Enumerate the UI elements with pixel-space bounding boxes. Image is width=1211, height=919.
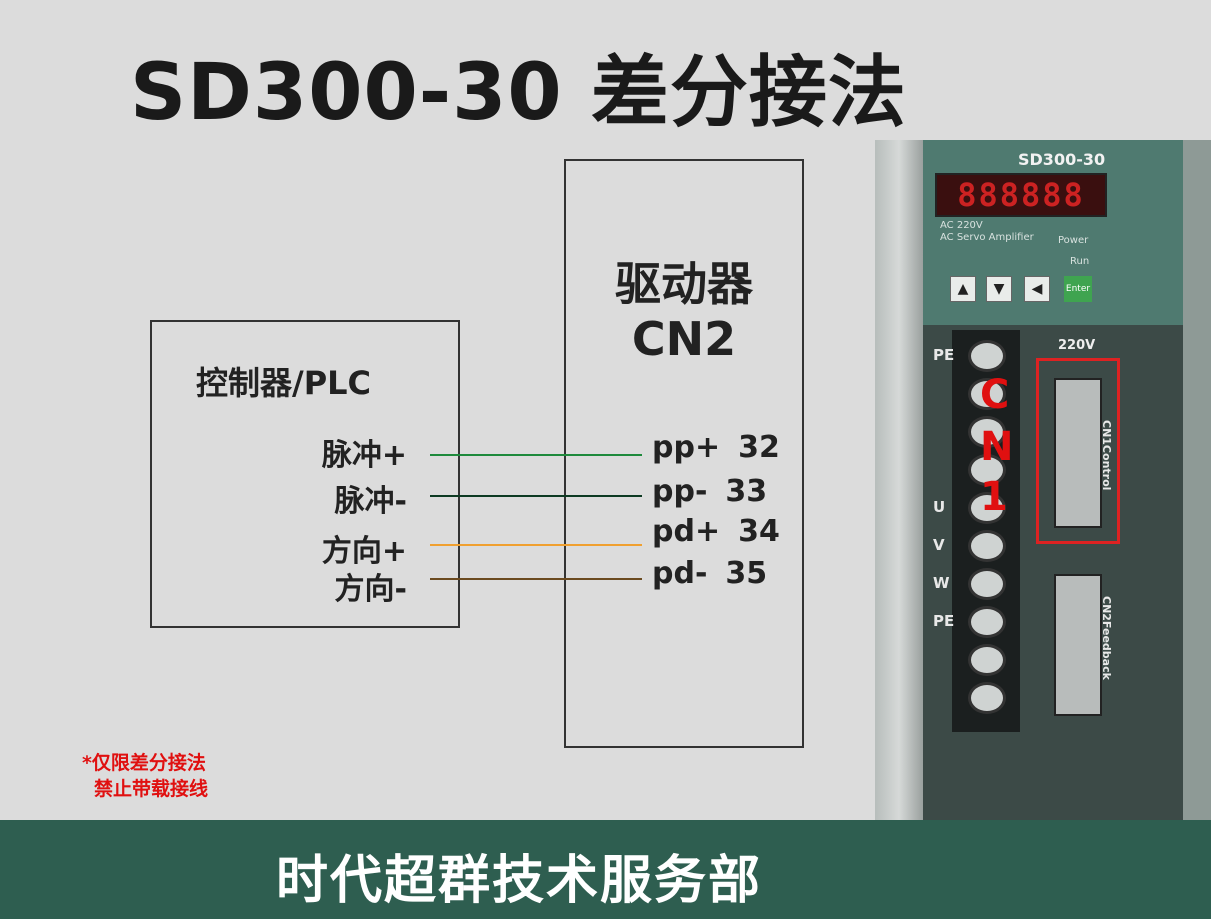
terminal-screw [968,492,1006,524]
signal-name: pd- [652,556,708,591]
warning-note: *仅限差分接法 禁止带载接线 [82,750,208,802]
cn1-red-letter-c: C [980,372,1010,418]
ac-label-1: AC 220V [940,220,983,231]
terminal-screw [968,378,1006,410]
signal-left-pulse-minus: 脉冲- [334,484,407,519]
cn2-connector-label: CN2Feedback [1100,596,1113,680]
footer-title: 时代超群技术服务部 [276,851,763,911]
ac-label-2: AC Servo Amplifier [940,232,1034,243]
pin-number: 33 [725,474,768,509]
terminal-screw [968,340,1006,372]
up-button-icon: ▲ [950,276,976,302]
cn2-connector [1054,574,1102,716]
page-title: SD300-30 差分接法 [130,48,907,138]
terminal-screw [968,568,1006,600]
left-button-icon: ◀ [1024,276,1050,302]
terminal-label: W [933,574,950,592]
terminal-label: PE [933,346,955,364]
terminal-screw [968,416,1006,448]
signal-right-pd-plus: pd+ 34 [652,514,780,549]
pin-number: 32 [738,430,780,465]
signal-name: pp+ [652,430,721,465]
warning-line-2: 禁止带载接线 [94,778,209,800]
driver-connector-label: CN2 [631,312,737,366]
cn1-highlight-box [1036,358,1120,544]
signal-right-pp-plus: pp+ 32 [652,430,780,465]
terminal-screw [968,530,1006,562]
terminal-screw [968,644,1006,676]
drive-model-label: SD300-30 [1018,150,1106,169]
signal-left-dir-minus: 方向- [334,572,407,607]
voltage-label: 220V [1058,338,1096,353]
signal-name: pd+ [652,514,721,549]
signal-name: pp- [652,474,708,509]
cn1-red-letter-n: N [980,424,1014,470]
cn1-connector [1054,378,1102,528]
terminal-label: U [933,498,946,516]
terminal-label: PE [933,612,955,630]
cn1-connector-label: CN1Control [1100,420,1113,491]
driver-box [564,159,804,748]
cn1-red-digit-1: 1 [980,474,1008,520]
signal-left-dir-plus: 方向+ [321,534,407,569]
terminal-label: V [933,536,945,554]
mounting-rail [875,140,923,820]
down-button-icon: ▼ [986,276,1012,302]
driver-label: 驱动器 [615,257,753,311]
signal-left-pulse-plus: 脉冲+ [321,438,407,473]
controller-label: 控制器/PLC [196,364,372,402]
power-indicator-label: Power [1058,235,1089,246]
enter-button: Enter [1064,276,1092,302]
pin-number: 35 [725,556,768,591]
led-display: 888888 [935,173,1107,217]
warning-line-1: *仅限差分接法 [82,752,206,774]
footer-bar [0,820,1211,919]
run-indicator-label: Run [1070,256,1090,267]
terminal-screw [968,682,1006,714]
signal-right-pd-minus: pd- 35 [652,556,767,591]
pin-number: 34 [738,514,780,549]
terminal-screw [968,454,1006,486]
signal-right-pp-minus: pp- 33 [652,474,767,509]
controller-box [150,320,460,628]
terminal-screw [968,606,1006,638]
